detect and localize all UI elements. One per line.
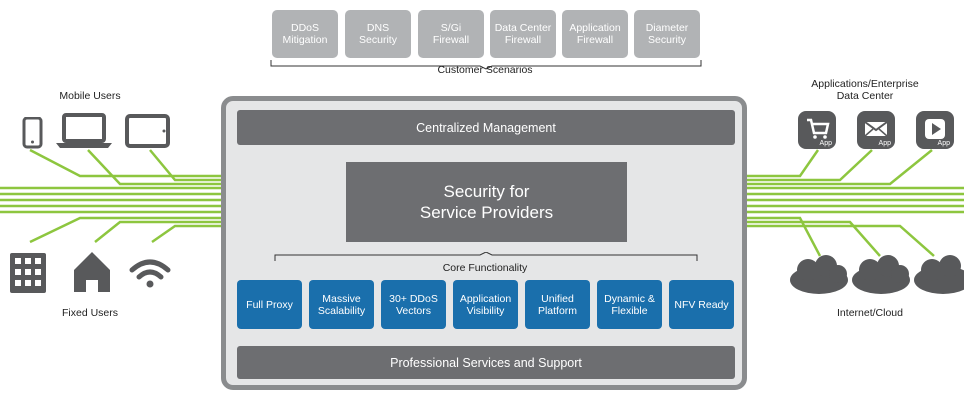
scenario-dns-security: DNS Security — [345, 10, 411, 58]
shopping-cart-app-icon: App — [798, 111, 836, 149]
scenario-bracket — [270, 60, 702, 70]
app-tag: App — [878, 140, 891, 147]
customer-scenarios-caption: Customer Scenarios — [437, 64, 533, 76]
professional-services-bar: Professional Services and Support — [237, 346, 735, 379]
fixed-users-label: Fixed Users — [61, 307, 118, 319]
scenario-data-center-firewall: Data Center Firewall — [490, 10, 556, 58]
building-icon — [10, 253, 46, 293]
function-massive-scalability: Massive Scalability — [309, 280, 374, 329]
internet-cloud-label: Internet/Cloud — [837, 307, 903, 319]
video-play-app-icon: App — [916, 111, 954, 149]
function-ddos-vectors: 30+ DDoS Vectors — [381, 280, 446, 329]
core-functionality-caption: Core Functionality — [442, 262, 528, 274]
cloud-icon — [914, 255, 964, 294]
security-title-box: Security for Service Providers — [346, 162, 627, 242]
cloud-icon — [790, 255, 848, 294]
function-application-visibility: Application Visibility — [453, 280, 518, 329]
tablet-icon — [125, 114, 170, 148]
scenario-diameter-security: Diameter Security — [634, 10, 700, 58]
function-nfv-ready: NFV Ready — [669, 280, 734, 329]
app-tag: App — [937, 140, 950, 147]
function-full-proxy: Full Proxy — [237, 280, 302, 329]
function-unified-platform: Unified Platform — [525, 280, 590, 329]
mail-app-icon: App — [857, 111, 895, 149]
core-bracket — [274, 252, 698, 261]
app-tag: App — [819, 140, 832, 147]
cloud-icon — [852, 255, 910, 294]
scenario-application-firewall: Application Firewall — [562, 10, 628, 58]
scenario-sgi-firewall: S/Gi Firewall — [418, 10, 484, 58]
mobile-users-label: Mobile Users — [59, 90, 121, 102]
scenario-ddos-mitigation: DDoS Mitigation — [272, 10, 338, 58]
centralized-management-bar: Centralized Management — [237, 110, 735, 145]
phone-icon — [22, 117, 43, 149]
laptop-icon — [56, 113, 112, 148]
applications-label: Applications/Enterprise Data Center — [811, 78, 919, 102]
wifi-icon — [129, 259, 171, 288]
platform-frame — [221, 96, 747, 390]
function-dynamic-flexible: Dynamic & Flexible — [597, 280, 662, 329]
home-icon — [74, 252, 110, 292]
